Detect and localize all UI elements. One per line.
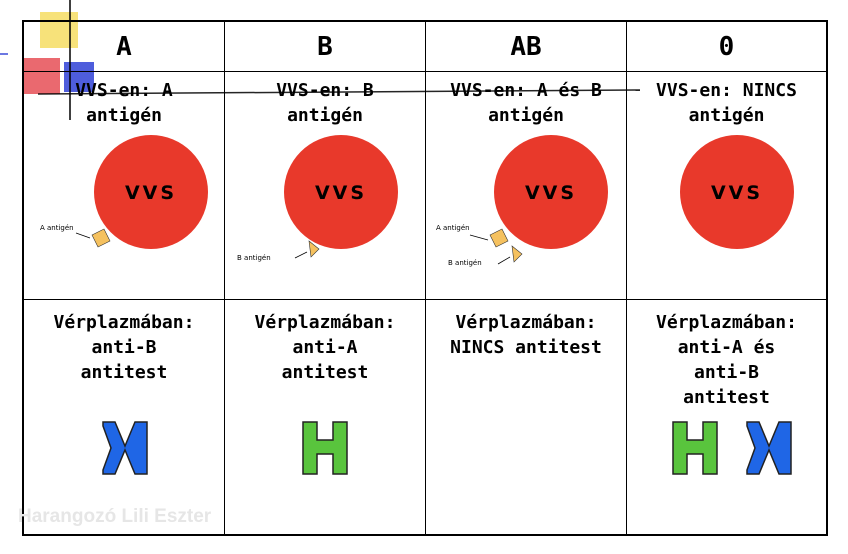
plasma-cell-0: Vérplazmában: anti-A és anti-B antitest	[627, 300, 826, 534]
plasma-description: Vérplazmában: NINCS antitest	[450, 312, 602, 358]
rbc-description: VVS-en: NINCS antigén	[656, 80, 797, 126]
header-cell-a: A	[24, 22, 225, 72]
deco-yellow-square	[40, 12, 78, 48]
watermark: Harangozó Lili Eszter	[18, 506, 212, 527]
header-cell-b: B	[225, 22, 426, 72]
red-blood-cell	[284, 135, 398, 249]
antigen-label: A antigén	[436, 224, 470, 232]
header-cell-ab: AB	[426, 22, 627, 72]
rbc-label: VVS	[315, 182, 367, 204]
rbc-label: VVS	[125, 182, 177, 204]
red-blood-cell	[94, 135, 208, 249]
blood-type-table: A B AB 0 VVS-en: A antigén VVS A antigén…	[22, 20, 828, 536]
a-antigen-shape	[91, 228, 111, 248]
rbc-cell-a: VVS-en: A antigén VVS A antigén	[24, 72, 225, 300]
slide-decor-line	[37, 89, 641, 95]
rbc-description: VVS-en: A antigén	[75, 80, 173, 126]
slide-logo-decoration	[0, 0, 94, 120]
antigen-arrow	[469, 234, 489, 241]
antigen-arrow	[497, 256, 511, 265]
antigen-label: A antigén	[40, 224, 74, 232]
rbc-cell-0: VVS-en: NINCS antigén VVS	[627, 72, 826, 300]
deco-red-square	[22, 58, 60, 94]
rbc-cell-ab: VVS-en: A és B antigén VVS A antigén B a…	[426, 72, 627, 300]
anti-b-antibody-icon	[102, 421, 148, 475]
plasma-cell-b: Vérplazmában: anti-A antitest	[225, 300, 426, 534]
antigen-arrow	[75, 232, 91, 239]
anti-a-antibody-icon	[672, 421, 718, 475]
red-blood-cell	[680, 135, 794, 249]
anti-b-antibody-icon	[746, 421, 792, 475]
antigen-arrow	[294, 251, 308, 259]
plasma-description: Vérplazmában: anti-A és anti-B antitest	[656, 312, 797, 408]
header-cell-0: 0	[627, 22, 826, 72]
anti-a-antibody-icon	[302, 421, 348, 475]
rbc-description: VVS-en: B antigén	[276, 80, 374, 126]
antigen-label: B antigén	[237, 254, 271, 262]
plasma-description: Vérplazmában: anti-B antitest	[53, 312, 195, 383]
a-antigen-shape	[489, 228, 509, 248]
plasma-description: Vérplazmában: anti-A antitest	[254, 312, 396, 383]
plasma-cell-ab: Vérplazmában: NINCS antitest	[426, 300, 627, 534]
deco-blue-square	[64, 62, 94, 92]
plasma-cell-a: Vérplazmában: anti-B antitest	[24, 300, 225, 534]
antigen-label: B antigén	[448, 259, 482, 267]
b-antigen-shape	[308, 240, 320, 258]
rbc-label: VVS	[711, 182, 763, 204]
red-blood-cell	[494, 135, 608, 249]
b-antigen-shape	[511, 245, 523, 263]
rbc-cell-b: VVS-en: B antigén VVS B antigén	[225, 72, 426, 300]
rbc-label: VVS	[525, 182, 577, 204]
